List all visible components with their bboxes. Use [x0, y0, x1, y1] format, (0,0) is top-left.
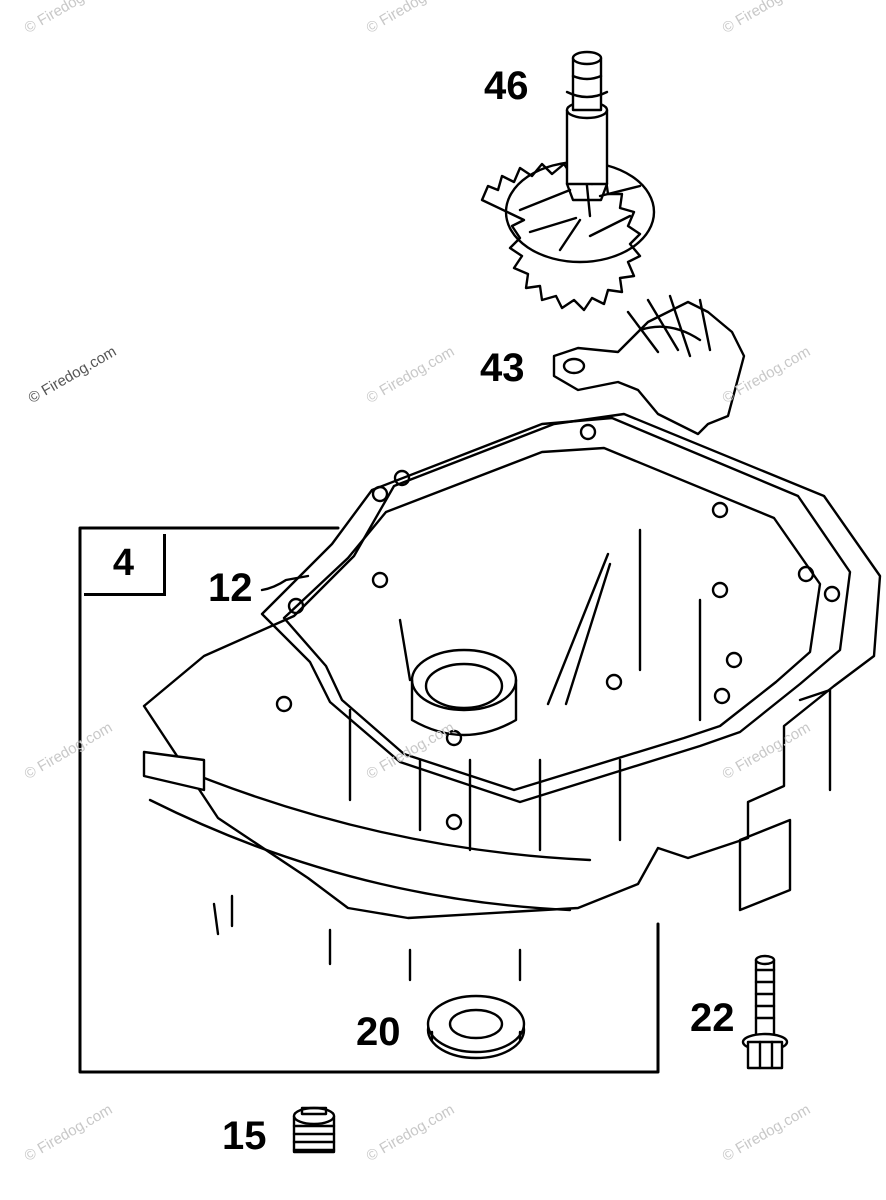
kit-4-outline: [78, 526, 660, 1074]
leader-12: [260, 574, 310, 592]
governor-gear-46: [480, 50, 656, 312]
callout-46: 46: [484, 64, 529, 108]
kit-4-label: 4: [84, 534, 166, 596]
bolt-22: [741, 954, 789, 1070]
oil-seal-20: [426, 994, 526, 1060]
crankcase-sump: [142, 412, 882, 982]
governor-lever-43: [552, 294, 746, 436]
drain-plug-15: [292, 1106, 336, 1154]
callout-22: 22: [690, 996, 735, 1040]
callout-12: 12: [208, 566, 253, 610]
callout-15: 15: [222, 1114, 267, 1158]
callout-20: 20: [356, 1010, 401, 1054]
callout-43: 43: [480, 346, 525, 390]
